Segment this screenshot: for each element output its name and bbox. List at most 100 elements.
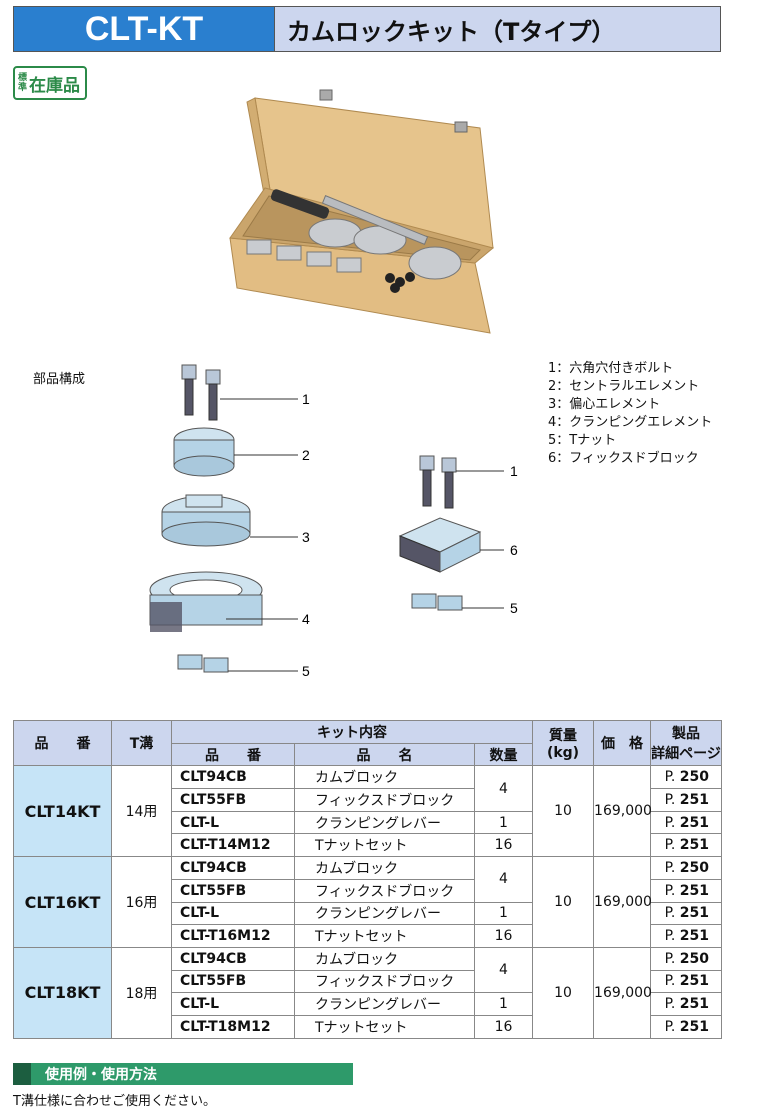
header-model: 品 番 — [13, 719, 112, 767]
kit-weight: 10 — [532, 856, 595, 948]
header-part-name: 品 名 — [294, 742, 475, 767]
legend-item: 5：Tナット — [548, 433, 617, 448]
part-qty: 4 — [473, 856, 534, 903]
exploded-diagram: 1 2 3 4 5 1 6 5 — [149, 364, 518, 679]
callout-6-right: 6 — [510, 542, 518, 558]
stock-badge: 標 準 在庫品 — [13, 66, 87, 100]
header-part-no: 品 番 — [171, 742, 295, 767]
header-qty: 数量 — [473, 742, 534, 767]
page-header: CLT-KT カムロックキット（Tタイプ） — [13, 6, 721, 52]
callout-4-left: 4 — [302, 611, 310, 627]
kit-price: 169,000 — [593, 856, 652, 948]
part-qty: 1 — [473, 901, 534, 926]
detail-page: P. 250 — [650, 946, 723, 971]
usage-note: T溝仕様に合わせご使用ください。 — [13, 1094, 216, 1109]
callout-3-left: 3 — [302, 529, 310, 545]
spec-table: 品 番 T溝 キット内容 質量(kg) 価 格 製品詳細ページ 品 番 品 名 … — [13, 719, 723, 1039]
callout-2-left: 2 — [302, 447, 310, 463]
kit-model: CLT18KT — [13, 946, 112, 1039]
usage-heading: 使用例・使用方法 — [13, 1063, 353, 1085]
part-name: カムブロック — [294, 765, 475, 790]
parts-label: 部品構成 — [33, 372, 86, 387]
header-price: 価 格 — [593, 719, 652, 767]
header-page: 製品詳細ページ — [650, 719, 723, 767]
detail-page: P. 251 — [650, 878, 723, 903]
part-name: Tナットセット — [294, 1014, 475, 1039]
header-tslot: T溝 — [111, 719, 172, 767]
kit-price: 169,000 — [593, 765, 652, 858]
detail-page: P. 251 — [650, 969, 723, 994]
detail-page: P. 251 — [650, 810, 723, 835]
kit-tslot: 14用 — [111, 765, 172, 858]
part-name: フィックスドブロック — [294, 788, 475, 812]
legend-item: 3：偏心エレメント — [548, 397, 661, 412]
callout-1-left: 1 — [302, 391, 310, 407]
legend-item: 2：セントラルエレメント — [548, 379, 700, 394]
part-no: CLT55FB — [171, 788, 295, 812]
part-no: CLT94CB — [171, 856, 295, 880]
detail-page: P. 251 — [650, 788, 723, 812]
header-kit: キット内容 — [170, 720, 534, 744]
badge-small-top: 標 — [18, 73, 28, 83]
legend-item: 4：クランピングエレメント — [548, 415, 713, 430]
part-no: CLT-L — [171, 810, 295, 835]
badge-small-bottom: 準 — [18, 83, 28, 93]
detail-page: P. 250 — [650, 765, 723, 790]
part-name: カムブロック — [294, 856, 475, 880]
part-qty: 1 — [473, 810, 534, 835]
page-title: カムロックキット（Tタイプ） — [275, 7, 720, 51]
part-no: CLT-T14M12 — [171, 833, 295, 858]
kit-tslot: 16用 — [111, 856, 172, 948]
part-qty: 1 — [473, 992, 534, 1016]
kit-tslot: 18用 — [111, 946, 172, 1039]
part-name: クランピングレバー — [294, 810, 475, 835]
part-name: フィックスドブロック — [294, 878, 475, 903]
part-no: CLT94CB — [171, 765, 295, 790]
badge-main-text: 在庫品 — [29, 75, 81, 96]
part-no: CLT-L — [171, 901, 295, 926]
part-name: クランピングレバー — [294, 901, 475, 926]
kit-model: CLT16KT — [13, 856, 112, 948]
product-code: CLT-KT — [14, 7, 275, 51]
detail-page: P. 251 — [650, 833, 723, 858]
part-name: フィックスドブロック — [294, 969, 475, 994]
kit-price: 169,000 — [593, 946, 652, 1039]
kit-weight: 10 — [532, 946, 595, 1039]
kit-case-photo — [229, 89, 495, 334]
part-name: クランピングレバー — [294, 992, 475, 1016]
detail-page: P. 251 — [650, 992, 723, 1016]
part-no: CLT55FB — [171, 969, 295, 994]
part-no: CLT94CB — [171, 946, 295, 971]
callout-5-right: 5 — [510, 600, 518, 616]
part-no: CLT-L — [171, 992, 295, 1016]
legend-item: 6：フィックスドブロック — [548, 451, 699, 466]
part-name: Tナットセット — [294, 924, 475, 948]
part-qty: 16 — [473, 833, 534, 858]
callout-5-left: 5 — [302, 663, 310, 679]
header-weight: 質量(kg) — [532, 719, 595, 767]
part-no: CLT55FB — [171, 878, 295, 903]
part-no: CLT-T16M12 — [171, 924, 295, 948]
part-qty: 4 — [473, 765, 534, 812]
kit-model: CLT14KT — [13, 765, 112, 858]
part-name: カムブロック — [294, 946, 475, 971]
legend-item: 1：六角穴付きボルト — [548, 361, 674, 376]
detail-page: P. 251 — [650, 901, 723, 926]
part-qty: 4 — [473, 946, 534, 994]
part-no: CLT-T18M12 — [171, 1014, 295, 1039]
detail-page: P. 251 — [650, 1014, 723, 1039]
part-qty: 16 — [473, 924, 534, 948]
callout-1-right: 1 — [510, 463, 518, 479]
detail-page: P. 251 — [650, 924, 723, 948]
detail-page: P. 250 — [650, 856, 723, 880]
part-qty: 16 — [473, 1014, 534, 1039]
